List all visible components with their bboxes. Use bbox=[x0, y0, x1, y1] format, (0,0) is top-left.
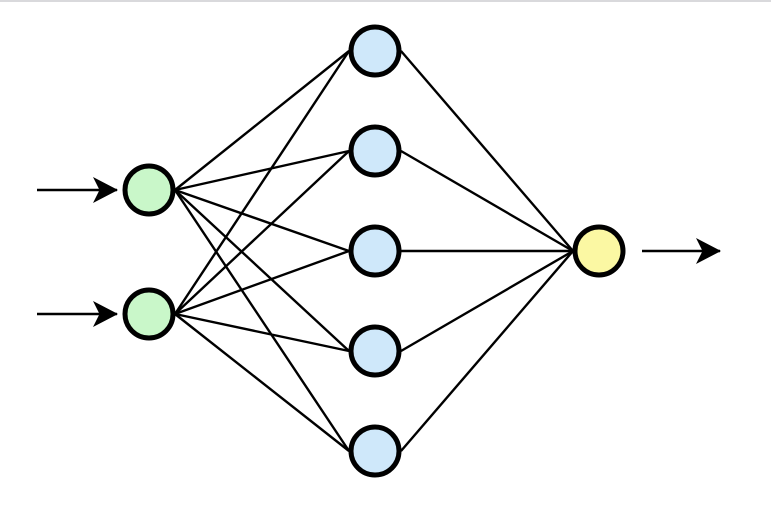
hidden-node-h3 bbox=[348, 224, 402, 278]
hidden-node-h1 bbox=[348, 24, 402, 78]
input-node-i1 bbox=[122, 163, 176, 217]
edge-i1-h5 bbox=[174, 189, 350, 452]
edge-i2-h4 bbox=[174, 312, 350, 353]
edge-i2-h5 bbox=[174, 313, 350, 452]
edge-h2-o1 bbox=[400, 149, 574, 253]
edge-i2-h3 bbox=[174, 249, 350, 316]
hidden-node-h2 bbox=[348, 124, 402, 178]
hidden-node-h5 bbox=[348, 424, 402, 478]
edge-h5-o1 bbox=[400, 250, 574, 452]
window-top-border bbox=[0, 0, 771, 2]
edge-i1-h1 bbox=[174, 50, 350, 191]
output-node-o1 bbox=[572, 224, 626, 278]
edge-h4-o1 bbox=[400, 249, 574, 353]
edge-i2-h1 bbox=[173, 50, 351, 315]
edge-i1-h4 bbox=[174, 189, 350, 352]
edge-h1-o1 bbox=[400, 50, 574, 252]
input-node-i2 bbox=[122, 287, 176, 341]
edge-i1-h3 bbox=[174, 188, 350, 253]
edge-i1-h2 bbox=[174, 149, 350, 192]
hidden-node-h4 bbox=[348, 324, 402, 378]
edge-i2-h2 bbox=[174, 150, 350, 315]
